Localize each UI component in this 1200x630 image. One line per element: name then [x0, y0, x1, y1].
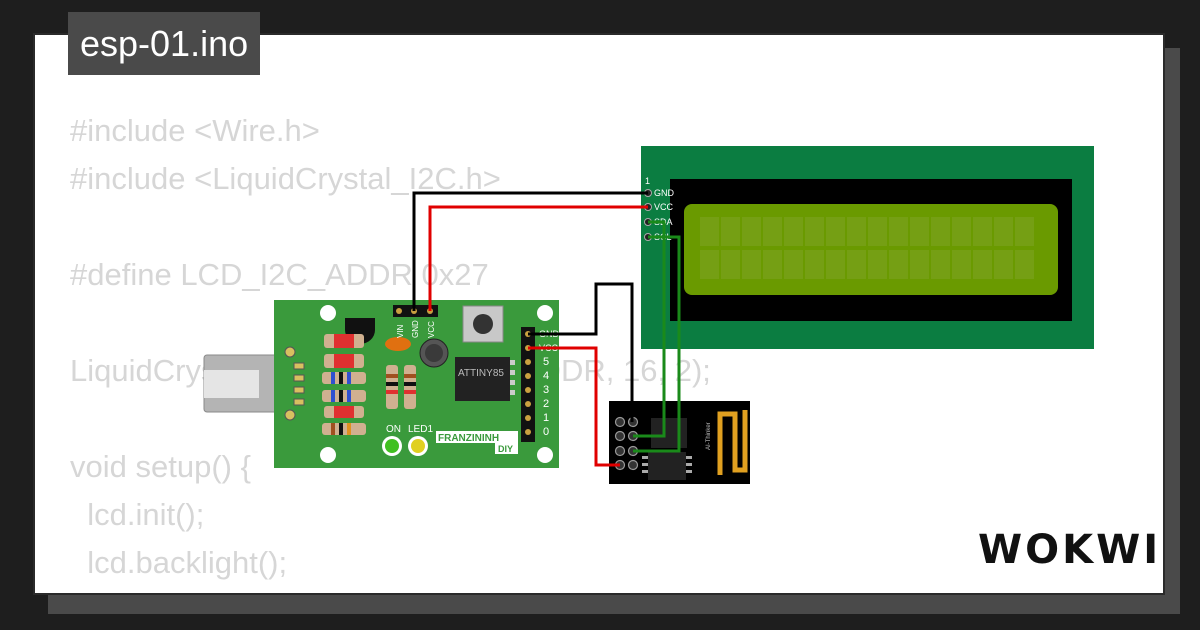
code-line: #include <Wire.h> — [70, 113, 320, 148]
wire-vcc-lcd — [428, 205, 648, 311]
mount-hole — [320, 447, 336, 463]
wire-gnd-lcd — [412, 191, 648, 311]
led1-label: LED1 — [408, 424, 433, 435]
lcd-pin-gnd-label: GND — [654, 188, 675, 198]
code-line: #define LCD_I2C_ADDR 0x27 — [70, 257, 489, 292]
esp01-antenna — [717, 410, 748, 475]
code-line: void setup() { — [70, 449, 251, 484]
code-line: lcd.init(); — [70, 497, 205, 532]
io-pin-5-label: 5 — [543, 356, 549, 368]
led-on-label: ON — [386, 424, 401, 435]
esp01-chip — [651, 418, 687, 448]
esp01-module-label: AI-Thinker — [706, 422, 712, 450]
mount-hole — [537, 447, 553, 463]
board-brand: FRANZININH DIY — [436, 431, 518, 454]
board-brand-sub: DIY — [498, 444, 513, 454]
wire-sda — [633, 220, 666, 438]
io-pin-2-label: 2 — [543, 398, 549, 410]
led-indicators: ON LED1 — [382, 424, 433, 456]
code-line: lcd.backlight(); — [70, 545, 288, 580]
pin-gnd-label: GND — [411, 320, 420, 338]
code-line: #include <LiquidCrystal_I2C.h> — [70, 161, 501, 196]
wire-scl — [633, 235, 681, 453]
wire-gnd-esp — [528, 282, 634, 422]
esp01-flash-chip — [642, 452, 692, 480]
wires — [412, 191, 681, 467]
io-pin-1-label: 1 — [543, 412, 549, 424]
board-brand-name: FRANZININH — [438, 433, 499, 444]
file-name-tab: esp-01.ino — [68, 12, 261, 75]
lcd-pin-1-label: 1 — [645, 176, 650, 186]
capacitor-ceramic — [385, 337, 411, 351]
chip-label: ATTINY85 — [458, 368, 504, 379]
wokwi-logo: WOKWI — [978, 527, 1162, 573]
lcd-pin-vcc-label: VCC — [654, 202, 674, 212]
io-pin-4-label: 4 — [543, 370, 549, 382]
io-pin-0-label: 0 — [543, 426, 549, 438]
capacitor-top — [425, 344, 443, 362]
power-pin-labels: VIN GND VCC — [396, 320, 436, 338]
led1 — [411, 439, 425, 453]
lcd-character-grid — [700, 217, 1034, 279]
mount-hole — [537, 305, 553, 321]
mount-hole — [320, 305, 336, 321]
franzininho-board[interactable]: ATTINY85 VIN GND VCC GND VCC 5 4 3 2 1 0… — [274, 300, 560, 468]
io-pin-3-label: 3 — [543, 384, 549, 396]
reset-button[interactable] — [462, 305, 504, 343]
attiny85-chip: ATTINY85 — [455, 357, 515, 401]
wire-vcc-esp — [528, 346, 620, 467]
pin-vcc-label: VCC — [427, 321, 436, 338]
io-pin-header — [521, 327, 535, 442]
led-on — [385, 439, 399, 453]
lcd-module[interactable]: 1 GND VCC SDA SCL — [641, 146, 1094, 349]
usb-pads — [284, 346, 305, 421]
resistors — [322, 334, 416, 435]
pin-vin-label: VIN — [396, 324, 405, 338]
